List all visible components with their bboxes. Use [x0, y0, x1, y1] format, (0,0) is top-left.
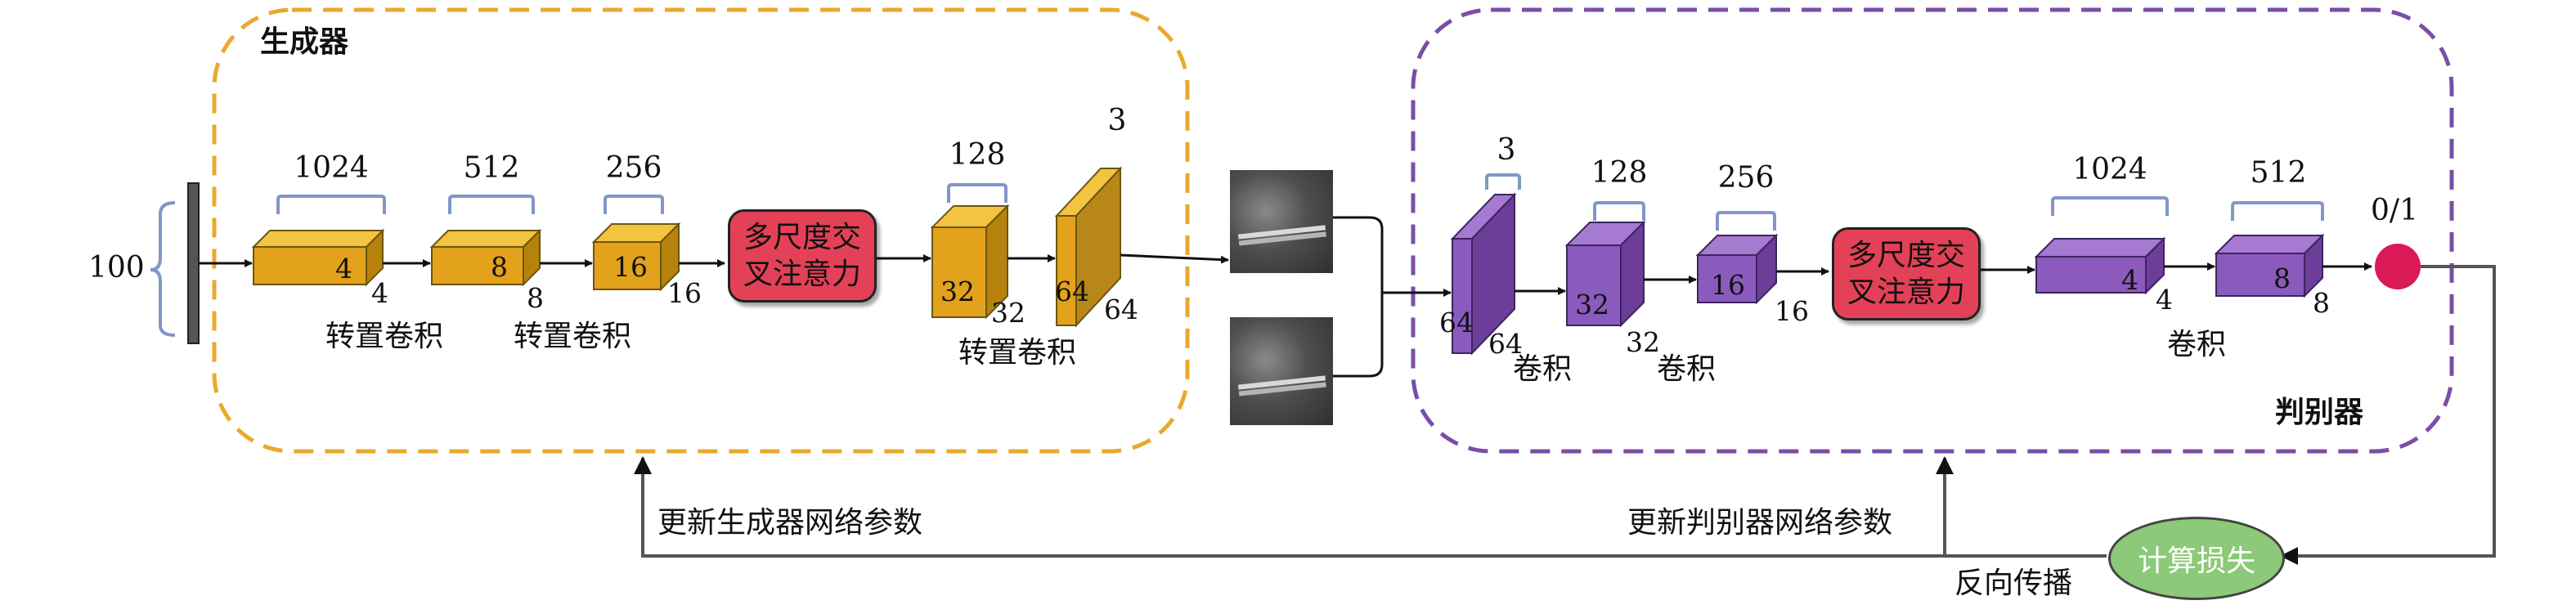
- gen-cube-1: [251, 228, 385, 287]
- loss-to-updates: [634, 456, 2107, 558]
- bracket-g4: [947, 183, 1008, 203]
- gen-channels-4: 128: [949, 138, 1006, 172]
- backprop-label: 反向传播: [1954, 567, 2073, 600]
- bracket-d3: [1716, 211, 1776, 231]
- output-node: [2375, 244, 2421, 289]
- gen-dim-2b: 8: [527, 282, 544, 314]
- disc-cube-3: [1695, 233, 1779, 305]
- disc-dim-5a: 8: [2273, 262, 2291, 294]
- image-merge-lines: [1333, 216, 1384, 378]
- generator-title: 生成器: [260, 25, 349, 59]
- disc-channels-1: 3: [1497, 133, 1516, 167]
- discriminator-frame: [1411, 7, 2454, 454]
- gen-dim-4b: 32: [991, 297, 1025, 329]
- gen-cube-3: [591, 222, 681, 292]
- disc-dim-4b: 4: [2156, 284, 2173, 316]
- disc-dim-1b: 64: [1488, 328, 1523, 360]
- disc-channels-2: 128: [1591, 156, 1648, 190]
- gen-dim-4a: 32: [940, 276, 975, 307]
- bracket-g2: [448, 195, 535, 214]
- disc-dim-1a: 64: [1439, 307, 1474, 338]
- noise-input-bar: [187, 182, 200, 344]
- disc-cube-4: [2034, 236, 2166, 295]
- gen-channels-1: 1024: [294, 151, 369, 185]
- gen-layer-label-1: 转置卷积: [325, 320, 444, 353]
- gen-dim-1a: 4: [335, 253, 352, 285]
- disc-layer-label-2: 卷积: [1657, 352, 1717, 386]
- bracket-g3: [604, 195, 664, 214]
- disc-layer-label-1: 卷积: [1513, 352, 1573, 386]
- disc-dim-3a: 16: [1711, 269, 1745, 301]
- disc-channels-4: 1024: [2072, 153, 2147, 186]
- disc-dim-4a: 4: [2121, 264, 2138, 296]
- disc-channels-3: 256: [1717, 161, 1775, 195]
- output-to-loss: [2280, 265, 2496, 565]
- disc-attention-block: 多尺度交叉注意力: [1832, 227, 1981, 320]
- output-label: 0/1: [2371, 194, 2418, 227]
- gen-dim-3a: 16: [613, 251, 648, 283]
- discriminator-title: 判别器: [2275, 396, 2364, 429]
- update-generator-label: 更新生成器网络参数: [657, 506, 923, 540]
- generated-image: [1230, 170, 1333, 273]
- gen-dim-1b: 4: [371, 277, 388, 309]
- disc-cube-5: [2214, 233, 2325, 298]
- disc-cube-1: [1450, 192, 1517, 356]
- gen-cube-5: [1054, 166, 1123, 328]
- gen-channels-2: 512: [463, 151, 520, 185]
- gen-channels-3: 256: [605, 151, 662, 185]
- gen-cube-2: [429, 228, 542, 287]
- bracket-g1: [276, 195, 386, 214]
- input-size: 100: [88, 251, 145, 285]
- disc-dim-2a: 32: [1575, 289, 1609, 320]
- loss-node: 计算损失: [2108, 517, 2285, 600]
- real-image: [1230, 317, 1333, 425]
- bracket-d5: [2231, 201, 2324, 221]
- gen-dim-3b: 16: [667, 277, 702, 309]
- disc-cube-2: [1564, 220, 1646, 328]
- gen-attention-block: 多尺度交叉注意力: [728, 209, 877, 302]
- update-discriminator-label: 更新判别器网络参数: [1627, 506, 1893, 540]
- gen-dim-5a: 64: [1055, 276, 1089, 307]
- disc-dim-2b: 32: [1626, 326, 1660, 358]
- gen-dim-2a: 8: [491, 251, 508, 283]
- bracket-d2: [1593, 201, 1645, 221]
- disc-channels-5: 512: [2250, 156, 2307, 190]
- gen-layer-label-3: 转置卷积: [958, 336, 1077, 370]
- generator-frame: [212, 7, 1190, 454]
- gen-layer-label-2: 转置卷积: [514, 320, 632, 353]
- disc-dim-5b: 8: [2313, 287, 2330, 319]
- gen-cube-4: [930, 204, 1010, 320]
- bracket-d1: [1485, 173, 1521, 190]
- bracket-d4: [2051, 196, 2169, 216]
- disc-dim-3b: 16: [1775, 295, 1809, 327]
- disc-layer-label-3: 卷积: [2167, 328, 2227, 361]
- gen-dim-5b: 64: [1104, 294, 1138, 325]
- gen-channels-5: 3: [1107, 104, 1127, 137]
- input-bracket: [150, 201, 176, 337]
